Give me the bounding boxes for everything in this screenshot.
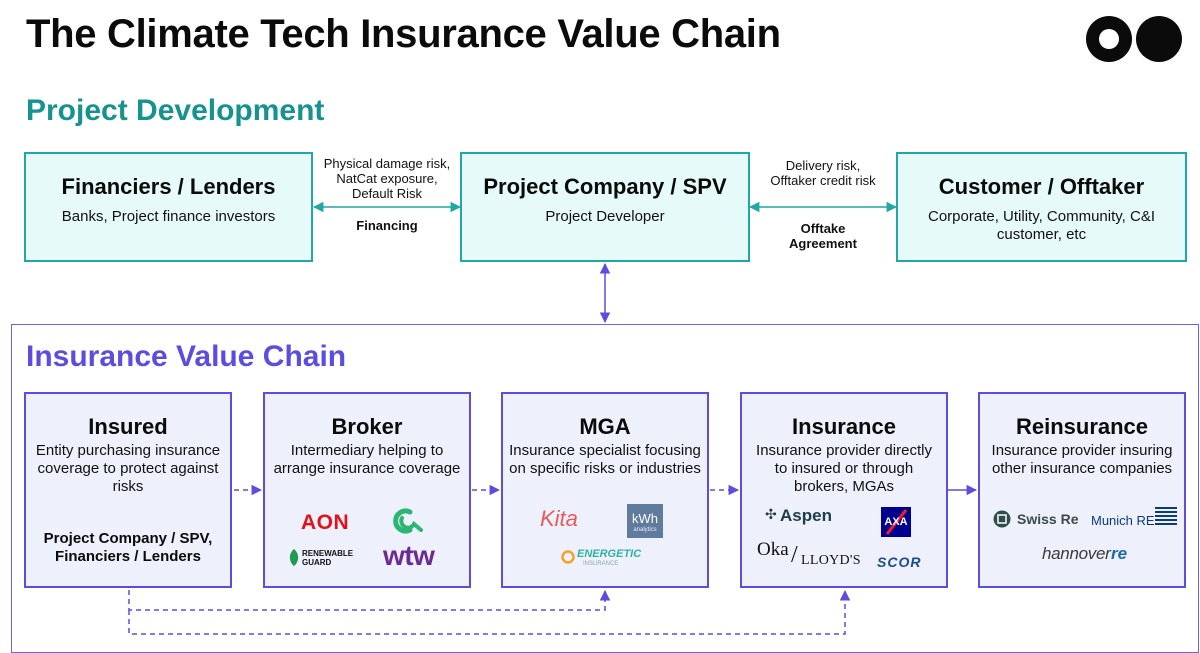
section-heading-insurance-value-chain: Insurance Value Chain [26, 340, 347, 373]
mga-box: MGA Insurance specialist focusing on spe… [501, 392, 709, 588]
reinsurance-subtitle: Insurance provider insuring other insura… [991, 442, 1173, 477]
munich-re-logo: Munich RE [1091, 513, 1155, 528]
financiers-subtitle: Banks, Project finance investors [61, 208, 276, 225]
financing-label: Financing [356, 218, 418, 233]
brand-ring-icon [1086, 16, 1132, 62]
energetic-ring-icon [561, 550, 575, 564]
mga-title: MGA [579, 414, 631, 439]
section-heading-project-development: Project Development [26, 94, 325, 127]
brand-dot-icon [1136, 16, 1182, 62]
aspen-logo: ✣ Aspen [765, 506, 835, 526]
customer-box: Customer / Offtaker Corporate, Utility, … [896, 152, 1187, 262]
insurance-subtitle: Insurance provider directly to insured o… [756, 442, 932, 495]
swiss-re-text: Swiss Re [1017, 511, 1079, 527]
mga-subtitle: Insurance specialist focusing on specifi… [509, 442, 701, 477]
hannover-re-logo: hannover [1042, 544, 1111, 563]
oka-logo: Oka [757, 539, 789, 560]
broker-subtitle: Intermediary helping to arrange insuranc… [273, 442, 461, 477]
hannover-re-suffix: re [1111, 544, 1128, 563]
insurance-title: Insurance [792, 414, 896, 439]
brand-logo [1086, 16, 1182, 62]
renewable-guard-text: RENEWABLE GUARD [302, 549, 354, 567]
kwh-text: kWh [632, 511, 658, 526]
energetic-insurance-logo: ENERGETIC INSURANCE [561, 548, 651, 570]
aspen-text: Aspen [780, 506, 832, 525]
insured-box: Insured Entity purchasing insurance cove… [24, 392, 232, 588]
customer-subtitle: Corporate, Utility, Community, C&I custo… [928, 208, 1155, 243]
customer-title: Customer / Offtaker [938, 174, 1145, 199]
aon-logo: AON [301, 511, 350, 534]
lloyds-slash-icon: / [791, 542, 798, 568]
project-company-title: Project Company / SPV [483, 174, 727, 199]
axa-logo: AXA [881, 507, 911, 537]
page-title: The Climate Tech Insurance Value Chain [26, 12, 781, 56]
swirl-logo-icon [388, 506, 424, 536]
kwh-sub-text: analytics [633, 527, 657, 533]
broker-title: Broker [331, 414, 403, 439]
leaf-icon [289, 549, 299, 566]
offtake-risk-label: Delivery risk, Offtaker credit risk [770, 158, 876, 188]
lloyds-logo: LLOYD'S [801, 553, 861, 568]
offtake-label: Offtake Agreement [789, 221, 857, 251]
energetic-text: ENERGETIC [577, 548, 642, 560]
scor-logo: SCOR [877, 554, 922, 570]
reinsurance-box: Reinsurance Insurance provider insuring … [978, 392, 1186, 588]
energetic-sub-text: INSURANCE [583, 561, 619, 567]
axa-text: AXA [884, 516, 908, 528]
project-company-box: Project Company / SPV Project Developer [460, 152, 750, 262]
reinsurance-title: Reinsurance [1015, 414, 1149, 439]
insurance-box: Insurance Insurance provider directly to… [740, 392, 948, 588]
swiss-re-emblem-icon [993, 510, 1011, 528]
insured-subtitle: Entity purchasing insurance coverage to … [35, 442, 221, 495]
renewable-guard-logo: RENEWABLE GUARD [288, 548, 368, 568]
axa-slash-icon [885, 509, 908, 535]
swiss-re-logo: Swiss Re [993, 510, 1083, 530]
insured-title: Insured [88, 414, 168, 439]
financing-risk-label: Physical damage risk, NatCat exposure, D… [323, 156, 451, 201]
wtw-logo: wtw [383, 540, 435, 571]
aspen-leaf-icon: ✣ [765, 506, 777, 522]
financiers-box: Financiers / Lenders Banks, Project fina… [24, 152, 313, 262]
munich-re-stripes-icon [1155, 507, 1177, 527]
financiers-title: Financiers / Lenders [61, 174, 276, 199]
insured-examples: Project Company / SPV, Financiers / Lend… [43, 530, 213, 565]
project-company-subtitle: Project Developer [545, 208, 665, 225]
kita-logo: Kita [540, 506, 578, 531]
kwh-analytics-logo: kWh analytics [627, 504, 663, 538]
